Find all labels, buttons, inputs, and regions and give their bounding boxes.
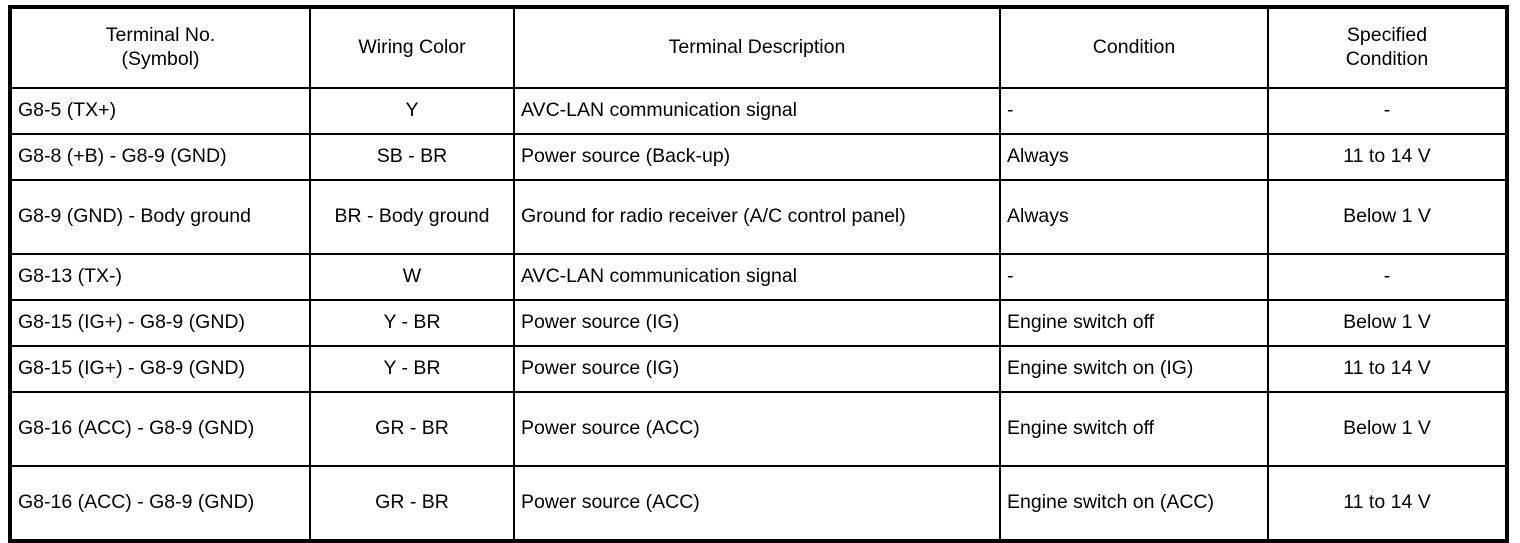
cell-condition: Engine switch off (999, 391, 1269, 467)
column-header-condition: Condition (999, 6, 1269, 89)
cell-terminal-description: Power source (ACC) (513, 391, 1001, 467)
cell-wiring-color: Y - BR (309, 345, 515, 393)
cell-terminal-description: Ground for radio receiver (A/C control p… (513, 179, 1001, 255)
cell-terminal-no: G8-15 (IG+) - G8-9 (GND) (9, 345, 311, 393)
cell-terminal-description: AVC-LAN communication signal (513, 253, 1001, 301)
column-header-specified-condition: Specified Condition (1267, 6, 1508, 89)
column-header-terminal-no-line1: Terminal No. (105, 24, 216, 47)
column-header-wiring-color: Wiring Color (309, 6, 515, 89)
table-row: G8-8 (+B) - G8-9 (GND) SB - BR Power sou… (9, 133, 1508, 181)
cell-wiring-color: GR - BR (309, 465, 515, 542)
cell-specified-condition: 11 to 14 V (1267, 133, 1508, 181)
table-row: G8-15 (IG+) - G8-9 (GND) Y - BR Power so… (9, 345, 1508, 393)
table-row: G8-13 (TX-) W AVC-LAN communication sign… (9, 253, 1508, 301)
column-header-specified-condition-line2: Condition (1345, 48, 1429, 70)
cell-terminal-no: G8-8 (+B) - G8-9 (GND) (9, 133, 311, 181)
column-header-specified-condition-line1: Specified (1346, 24, 1428, 47)
table-header: Terminal No. (Symbol) Wiring Color Termi… (9, 6, 1508, 89)
cell-terminal-no: G8-15 (IG+) - G8-9 (GND) (9, 299, 311, 347)
cell-condition: Engine switch on (IG) (999, 345, 1269, 393)
cell-wiring-color: BR - Body ground (309, 179, 515, 255)
table-row: G8-16 (ACC) - G8-9 (GND) GR - BR Power s… (9, 391, 1508, 467)
cell-condition: Always (999, 179, 1269, 255)
cell-wiring-color: GR - BR (309, 391, 515, 467)
page-root: Terminal No. (Symbol) Wiring Color Termi… (8, 5, 1509, 543)
cell-specified-condition: - (1267, 253, 1508, 301)
column-header-terminal-no-line2: (Symbol) (121, 48, 200, 70)
cell-condition: - (999, 253, 1269, 301)
cell-condition: Always (999, 133, 1269, 181)
table-row: G8-5 (TX+) Y AVC-LAN communication signa… (9, 87, 1508, 135)
cell-specified-condition: - (1267, 87, 1508, 135)
header-row: Terminal No. (Symbol) Wiring Color Termi… (9, 6, 1508, 89)
cell-terminal-no: G8-16 (ACC) - G8-9 (GND) (9, 465, 311, 542)
cell-specified-condition: 11 to 14 V (1267, 465, 1508, 542)
cell-wiring-color: SB - BR (309, 133, 515, 181)
cell-terminal-description: Power source (ACC) (513, 465, 1001, 542)
cell-condition: - (999, 87, 1269, 135)
cell-wiring-color: Y (309, 87, 515, 135)
cell-terminal-no: G8-13 (TX-) (9, 253, 311, 301)
cell-terminal-no: G8-9 (GND) - Body ground (9, 179, 311, 255)
cell-terminal-description: Power source (IG) (513, 345, 1001, 393)
cell-terminal-description: AVC-LAN communication signal (513, 87, 1001, 135)
cell-specified-condition: Below 1 V (1267, 391, 1508, 467)
cell-wiring-color: Y - BR (309, 299, 515, 347)
table-row: G8-9 (GND) - Body ground BR - Body groun… (9, 179, 1508, 255)
cell-condition: Engine switch on (ACC) (999, 465, 1269, 542)
table-row: G8-15 (IG+) - G8-9 (GND) Y - BR Power so… (9, 299, 1508, 347)
cell-terminal-no: G8-5 (TX+) (9, 87, 311, 135)
cell-specified-condition: Below 1 V (1267, 179, 1508, 255)
cell-condition: Engine switch off (999, 299, 1269, 347)
cell-terminal-no: G8-16 (ACC) - G8-9 (GND) (9, 391, 311, 467)
cell-wiring-color: W (309, 253, 515, 301)
cell-specified-condition: Below 1 V (1267, 299, 1508, 347)
cell-terminal-description: Power source (IG) (513, 299, 1001, 347)
table-body: G8-5 (TX+) Y AVC-LAN communication signa… (9, 87, 1508, 542)
table-row: G8-16 (ACC) - G8-9 (GND) GR - BR Power s… (9, 465, 1508, 542)
terminal-spec-table: Terminal No. (Symbol) Wiring Color Termi… (8, 5, 1509, 543)
cell-terminal-description: Power source (Back-up) (513, 133, 1001, 181)
column-header-terminal-description: Terminal Description (513, 6, 1001, 89)
cell-specified-condition: 11 to 14 V (1267, 345, 1508, 393)
column-header-terminal-no: Terminal No. (Symbol) (9, 6, 311, 89)
